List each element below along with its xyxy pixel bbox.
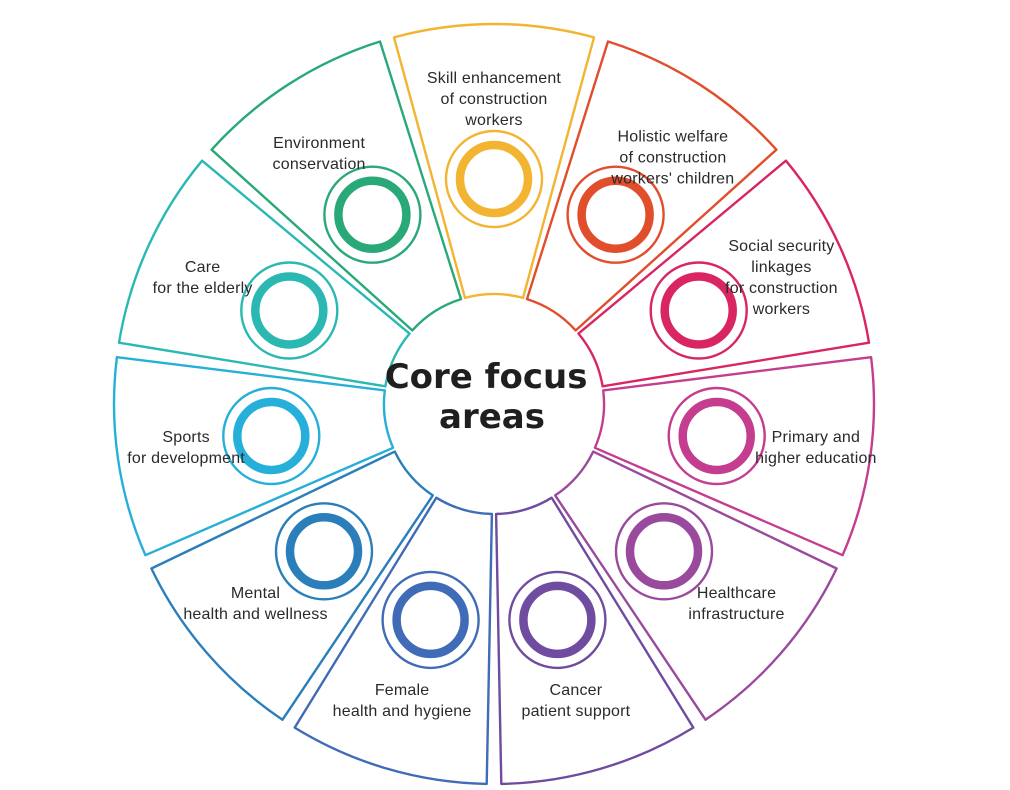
segment-label-line: higher education: [755, 450, 877, 467]
segment-label: Environment conservation: [273, 135, 366, 173]
segment-label-line: patient support: [521, 703, 630, 720]
segment-label-line: workers' children: [610, 170, 734, 187]
segment-label-line: Mental: [231, 585, 280, 602]
segment-label-line: of construction: [619, 149, 726, 166]
ring-icon: [678, 397, 755, 475]
center-title-line-2: areas: [439, 397, 545, 437]
segment-label-line: Skill enhancement: [427, 70, 561, 87]
segment-label-line: of construction: [440, 91, 547, 108]
ring-icon: [233, 397, 310, 475]
segment-female-health: Female health and hygiene: [293, 496, 494, 786]
segment-label-line: Sports: [162, 429, 209, 446]
segment-label-line: workers: [464, 112, 522, 129]
segment-social-security: Social security linkages for construction w…: [577, 159, 871, 388]
segment-label: Mental health and wellness: [183, 585, 327, 623]
ring-icon: [285, 513, 363, 590]
segment-label-line: for construction: [725, 280, 838, 297]
segment-label-line: Female: [375, 682, 430, 699]
segment-label-line: infrastructure: [688, 606, 784, 623]
segment-label: Cancer patient support: [521, 682, 630, 720]
ring-icon: [334, 176, 411, 253]
segment-label: Social security linkages for construction w…: [725, 238, 838, 318]
segment-label-line: workers: [752, 301, 810, 318]
segment-label: Healthcare infrastructure: [688, 585, 784, 623]
ring-icon: [577, 176, 654, 253]
segment-label: Primary and higher education: [755, 429, 877, 467]
segment-label-line: for development: [127, 450, 245, 467]
segment-label-line: health and wellness: [183, 606, 327, 623]
segment-label-line: Healthcare: [697, 585, 776, 602]
segment-label-line: linkages: [751, 259, 811, 276]
segment-environment-conservation: Environment conservation: [210, 40, 463, 332]
segment-holistic-welfare: Holistic welfare of construction workers' …: [525, 40, 778, 332]
ring-icon: [251, 272, 328, 349]
segment-label-line: for the elderly: [153, 280, 253, 297]
segment-label: Sports for development: [127, 429, 245, 467]
segment-label: Female health and hygiene: [333, 682, 472, 720]
segment-label: Care for the elderly: [153, 259, 253, 297]
segment-care-elderly: Care for the elderly: [117, 159, 411, 388]
segment-label-line: Care: [185, 259, 220, 276]
segment-label-line: Social security: [728, 238, 834, 255]
segment-label-line: health and hygiene: [333, 703, 472, 720]
segment-label-line: conservation: [273, 156, 366, 173]
segment-label: Skill enhancement of construction workers: [427, 70, 561, 129]
ring-icon: [455, 140, 533, 218]
segment-label-line: Cancer: [550, 682, 603, 699]
segment-label: Holistic welfare of construction workers' …: [610, 128, 734, 187]
segment-label-line: Holistic welfare: [618, 128, 729, 145]
segment-mental-health: Mental health and wellness: [150, 450, 434, 721]
ring-icon: [519, 581, 596, 659]
segment-label-line: Environment: [273, 135, 365, 152]
ring-icon: [660, 272, 737, 349]
center-title: Core focus areas: [385, 357, 600, 437]
center-title-line-1: Core focus: [385, 357, 588, 397]
segment-primary-education: Primary and higher education: [593, 356, 877, 557]
segment-skill-enhancement: Skill enhancement of construction workers: [392, 22, 596, 300]
segment-label-line: Primary and: [772, 429, 860, 446]
ring-icon: [392, 581, 469, 659]
segment-sports-development: Sports for development: [112, 356, 395, 557]
ring-icon: [625, 513, 703, 590]
segment-cancer-patient-support: Cancer patient support: [494, 496, 695, 786]
segment-healthcare-infrastructure: Healthcare infrastructure: [554, 450, 838, 721]
